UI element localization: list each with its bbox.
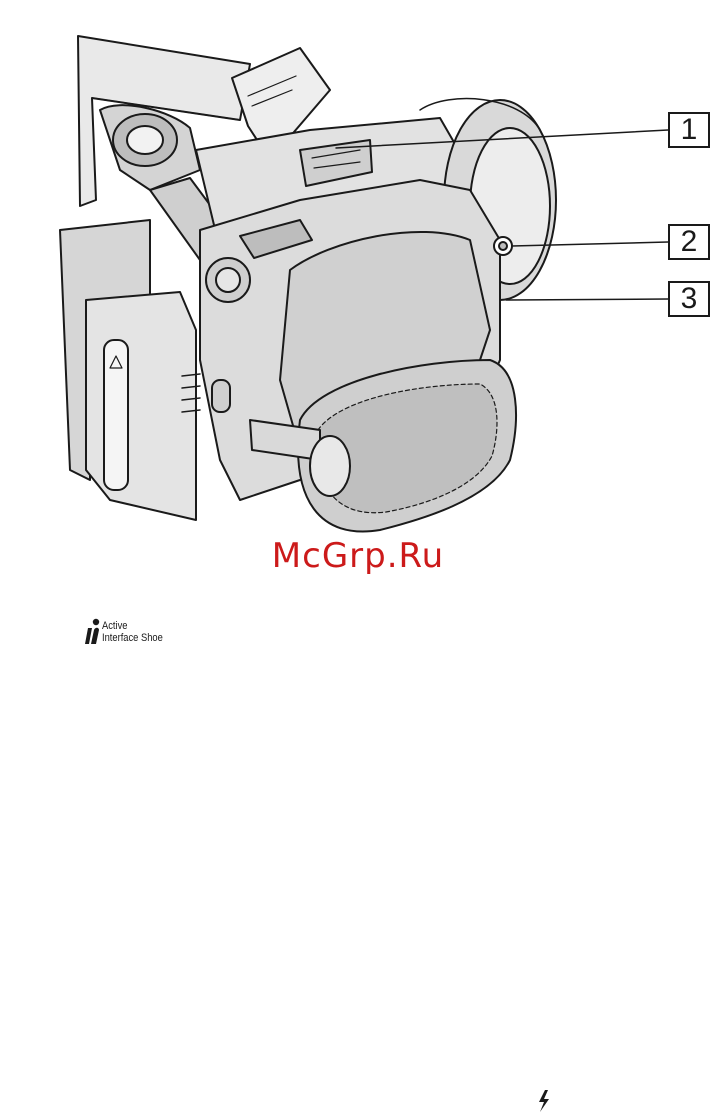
active-interface-shoe-icon (84, 618, 100, 646)
callout-2-label: 2 (668, 224, 710, 260)
active-interface-shoe-logo: Active Interface Shoe (84, 618, 194, 648)
camcorder-illustration (0, 0, 716, 540)
logo-line-interface-shoe: Interface Shoe (102, 632, 163, 644)
flash-icon (536, 1090, 552, 1112)
callout-1-label: 1 (668, 112, 710, 148)
watermark-text: McGrp.Ru (0, 536, 716, 576)
callout-3-label: 3 (668, 281, 710, 317)
logo-line-active: Active (102, 620, 127, 632)
